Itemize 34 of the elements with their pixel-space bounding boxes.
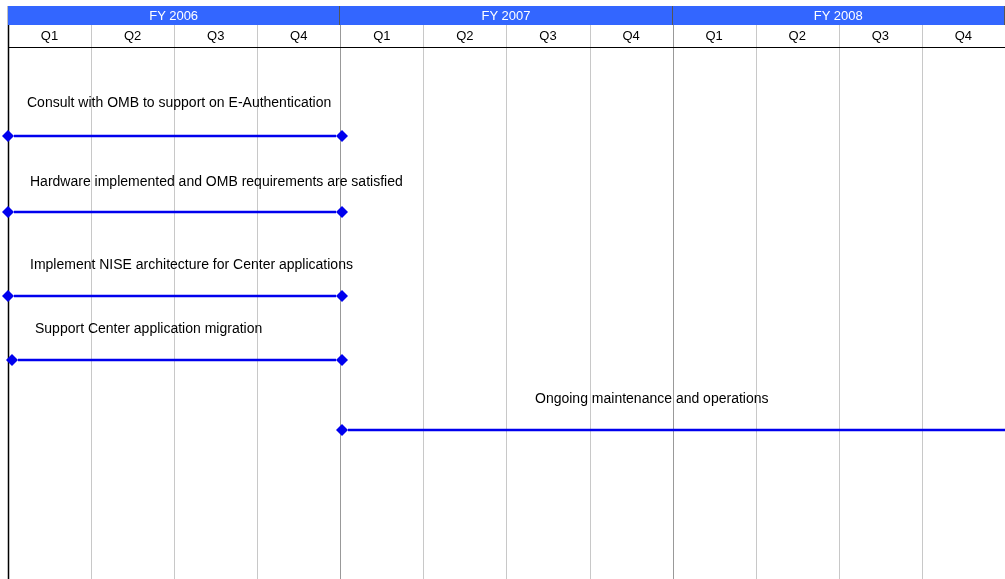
milestone-diamond xyxy=(336,130,348,142)
task-label: Hardware implemented and OMB requirements are satisfied xyxy=(30,173,403,189)
timeline-bar xyxy=(14,134,336,138)
year-header: FY 2008 xyxy=(672,6,1005,25)
timeline-bar xyxy=(18,358,336,362)
quarter-header: Q1 xyxy=(39,27,60,45)
milestone-diamond xyxy=(336,424,348,436)
year-header: FY 2006 xyxy=(8,6,341,25)
quarter-header: Q2 xyxy=(787,27,807,45)
task-label: Support Center application migration xyxy=(35,320,263,336)
milestone-diamond xyxy=(336,206,348,218)
quarter-header: Q3 xyxy=(870,27,890,45)
task-label: Ongoing maintenance and operations xyxy=(535,390,769,406)
timeline-bar xyxy=(348,428,1005,432)
quarter-header: Q2 xyxy=(455,27,475,45)
timeline-bar xyxy=(14,210,336,214)
quarter-header: Q4 xyxy=(289,27,309,45)
milestone-diamond xyxy=(336,290,348,302)
milestone-diamond xyxy=(6,354,18,366)
quarter-header: Q4 xyxy=(953,27,974,45)
quarter-header: Q3 xyxy=(538,27,558,45)
milestone-diamond xyxy=(2,290,14,302)
quarter-header: Q2 xyxy=(122,27,143,45)
quarter-header: Q3 xyxy=(206,27,226,45)
year-header: FY 2007 xyxy=(340,6,673,25)
task-label: Consult with OMB to support on E-Authentication xyxy=(27,94,332,110)
task-label: Implement NISE architecture for Center applications xyxy=(30,256,353,272)
quarter-header: Q4 xyxy=(621,27,641,45)
milestone-diamond xyxy=(2,130,14,142)
milestone-diamond xyxy=(2,206,14,218)
timeline-bar xyxy=(14,294,336,298)
quarter-header: Q1 xyxy=(372,27,392,45)
milestone-diamond xyxy=(336,354,348,366)
quarter-header: Q1 xyxy=(704,27,724,45)
